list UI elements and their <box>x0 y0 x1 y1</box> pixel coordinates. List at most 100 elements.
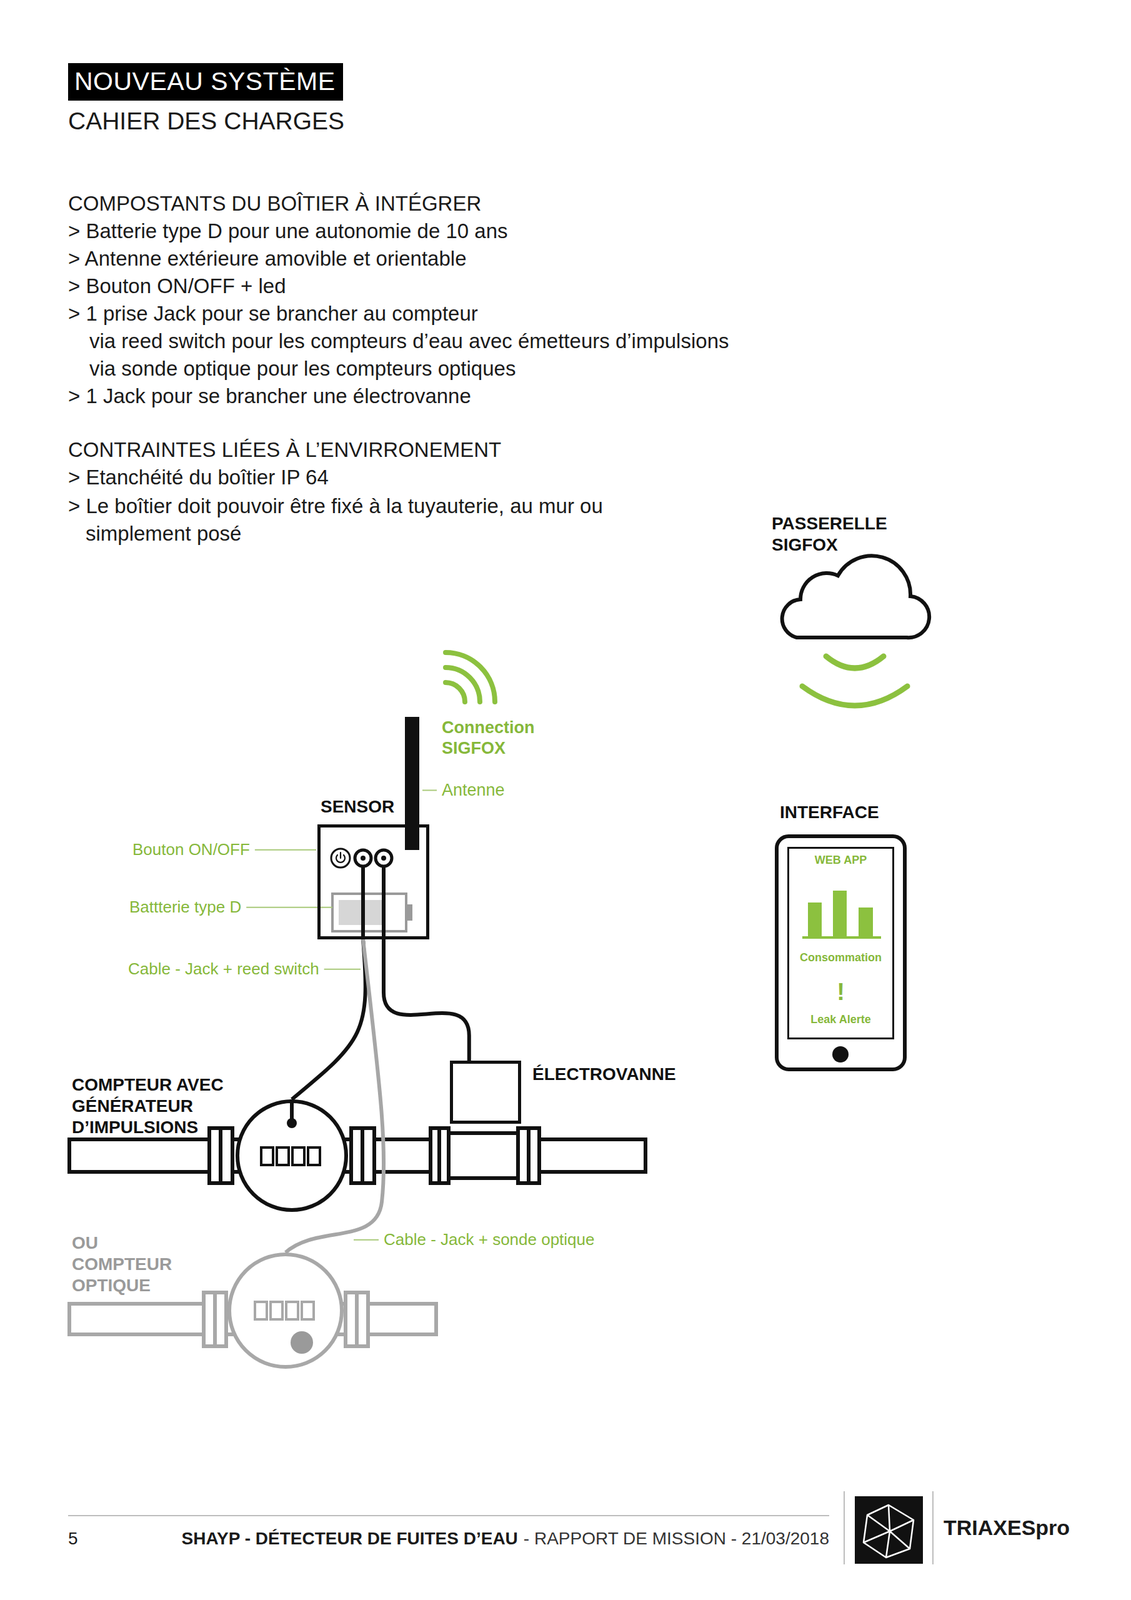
spec-item: > 1 prise Jack pour se brancher au compt… <box>68 301 479 327</box>
battery-body <box>332 893 407 932</box>
chart-axis <box>802 936 882 939</box>
jack-socket <box>354 849 372 867</box>
node-heading: SENSOR <box>320 796 395 818</box>
signal-arc <box>802 686 908 706</box>
spec-subitem: via sonde optique pour les compteurs opt… <box>89 356 516 382</box>
meter-digit <box>261 1147 274 1165</box>
sensor-box: SENSOR <box>317 824 430 940</box>
power-symbol <box>336 852 345 863</box>
jack-pin <box>381 855 387 861</box>
meter-digit <box>254 1301 267 1320</box>
chart-bar <box>807 902 822 937</box>
sigfox-signal-icon <box>445 652 495 702</box>
screen-title: WEB APP <box>789 853 893 868</box>
callout-label: Cable - Jack + sonde optique <box>383 1229 595 1250</box>
footer-divider <box>843 1490 845 1565</box>
spec-item: > Antenne extérieure amovible et orienta… <box>68 246 467 272</box>
phone: INTERFACEWEB APPConsommation!Leak Alerte <box>774 834 907 1072</box>
alert-label: Leak Alerte <box>789 1012 893 1027</box>
leader-line <box>422 789 437 791</box>
meter-digit <box>286 1301 299 1320</box>
chart-bar <box>858 907 873 937</box>
meter-face <box>229 1254 342 1367</box>
signal-arc <box>445 652 495 702</box>
node-heading: ÉLECTROVANNE <box>532 1063 677 1085</box>
cloud-path <box>782 555 930 638</box>
valve-body <box>448 1132 519 1178</box>
pipe-flange <box>345 1292 369 1346</box>
node-heading: PASSERELLE SIGFOX <box>771 513 922 556</box>
leader-line <box>324 968 361 970</box>
battery-tip <box>406 904 413 921</box>
meter-circle: COMPTEUR AVEC GÉNÉRATEUR D’IMPULSIONS <box>235 1099 349 1212</box>
callout-label: Bouton ON/OFF <box>132 839 250 860</box>
pipe-flange <box>518 1127 540 1183</box>
meter-digit <box>270 1301 283 1320</box>
meter-digit <box>308 1147 320 1165</box>
callout-label: Connection SIGFOX <box>441 717 555 759</box>
meter-digit <box>276 1147 289 1165</box>
gateway-signal <box>802 656 908 706</box>
consumption-chart <box>802 890 882 938</box>
leader-line <box>353 1239 379 1241</box>
flange-line <box>360 1127 365 1183</box>
flange-line <box>526 1127 531 1183</box>
flange-line <box>218 1127 223 1183</box>
pulse-sensor-dot <box>286 1117 297 1128</box>
logo-line <box>863 1504 914 1558</box>
flange-line <box>354 1292 359 1346</box>
jack-socket <box>375 849 392 867</box>
callout-label: Antenne <box>441 779 505 801</box>
callout-label: Battterie type D <box>129 897 242 918</box>
spec-item: > Bouton ON/OFF + led <box>68 273 287 299</box>
cable <box>363 866 384 940</box>
spec-subitem: via reed switch pour les compteurs d’eau… <box>89 328 729 354</box>
logo-square <box>854 1495 923 1564</box>
chart-bar <box>832 890 847 937</box>
leader-line <box>254 849 317 851</box>
flange-line <box>437 1127 442 1183</box>
sensor-internals <box>331 848 413 940</box>
chart-caption: Consommation <box>789 951 893 965</box>
footer-subtitle: - RAPPORT DE MISSION - 21/03/2018 <box>523 1527 830 1550</box>
phone-screen: WEB APP Consommation! Leak Alerte <box>787 846 895 1040</box>
footer-graphics <box>68 1490 933 1565</box>
footer-rule <box>68 1514 830 1516</box>
node-heading: COMPTEUR AVEC GÉNÉRATEUR D’IMPULSIONS <box>71 1074 236 1138</box>
pipe-flange <box>203 1292 227 1346</box>
spec-item: > 1 Jack pour se brancher une électrovan… <box>68 383 472 409</box>
pipe-flange <box>351 1127 375 1183</box>
meter-digit <box>292 1147 305 1165</box>
footer-divider <box>932 1490 934 1565</box>
logo-polyhedron <box>863 1504 914 1558</box>
signal-arc <box>445 667 480 702</box>
cable-connector <box>285 939 384 1253</box>
flange-line <box>213 1292 217 1346</box>
spec-item: > Le boîtier doit pouvoir être fixé à la… <box>68 492 636 548</box>
signal-arc <box>445 682 465 702</box>
cable-connector <box>383 939 470 1061</box>
valve-box: ÉLECTROVANNE <box>449 1060 522 1124</box>
pipe-flange <box>209 1127 233 1183</box>
antenna <box>404 716 420 850</box>
signal-arc <box>826 656 884 668</box>
alert-icon: ! <box>789 977 893 1007</box>
pipe-flange <box>430 1127 449 1183</box>
page-number: 5 <box>68 1527 79 1550</box>
section-heading: COMPOSTANTS DU BOÎTIER À INTÉGRER <box>68 191 482 217</box>
jack-pin <box>360 855 366 861</box>
optical-probe <box>290 1330 314 1354</box>
brand-name: TRIAXESpro <box>943 1514 1070 1541</box>
node-heading: INTERFACE <box>779 801 880 823</box>
meter-digit <box>301 1301 314 1320</box>
optical-meter-circle: OU COMPTEUR OPTIQUE <box>227 1252 344 1369</box>
callout-label: Cable - Jack + reed switch <box>128 959 320 980</box>
section-heading: CONTRAINTES LIÉES À L’ENVIRRONEMENT <box>68 437 502 463</box>
cloud-outline <box>772 550 932 641</box>
title-band: NOUVEAU SYSTÈME <box>68 63 344 101</box>
home-button <box>832 1046 849 1063</box>
node-heading: OU COMPTEUR OPTIQUE <box>71 1232 172 1296</box>
spec-item: > Batterie type D pour une autonomie de … <box>68 218 509 244</box>
logo-line <box>863 1504 914 1558</box>
